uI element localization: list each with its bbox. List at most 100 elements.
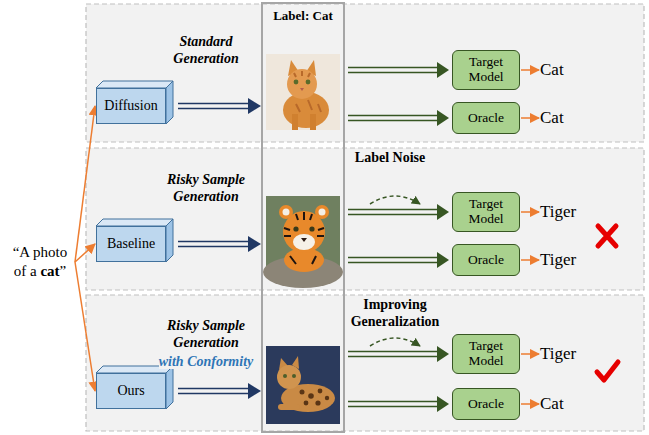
connector-arrow [75, 244, 95, 262]
model-box: Oracle [452, 244, 520, 276]
art-part [315, 400, 320, 405]
annotation-text: Label Noise [355, 150, 425, 165]
art-part [310, 114, 316, 130]
art-part [178, 393, 252, 395]
art-part [266, 346, 340, 424]
art-part [308, 393, 314, 399]
connector-arrow [521, 403, 539, 405]
art-part [278, 404, 300, 410]
art-part [266, 54, 340, 130]
connector-arrow [521, 69, 539, 71]
prediction-text: Tiger [540, 344, 576, 364]
caption-box: Label: Cat [263, 8, 343, 24]
caption-box: with Conformity [146, 354, 266, 371]
box-side [166, 219, 173, 262]
node-text: Oracle [468, 111, 504, 126]
art-part [348, 72, 441, 74]
art-part [248, 383, 261, 399]
connector-arrow [521, 259, 539, 261]
caption-box: Risky Sample Generation [156, 318, 256, 352]
art-part [309, 226, 314, 231]
box-side [166, 81, 173, 124]
art-part [318, 389, 323, 394]
panel [86, 148, 644, 290]
art-part [292, 374, 296, 378]
art-part [283, 209, 290, 216]
art-part [437, 396, 449, 412]
node-text: Cat [540, 108, 564, 128]
node-text: Cat [540, 394, 564, 414]
art-part [306, 80, 311, 85]
box-side [166, 366, 173, 409]
model-box: Target Model [452, 334, 520, 374]
emphasis: cat [40, 263, 59, 279]
art-part [348, 214, 441, 216]
node-text: Diffusion [104, 98, 157, 114]
art-part [277, 365, 301, 389]
art-part [437, 204, 449, 220]
caption-box: Risky Sample Generation [156, 172, 256, 206]
cross-mark [598, 226, 616, 246]
connector-arrow [521, 211, 539, 213]
prompt-text: “A photo of a cat” [6, 243, 74, 281]
box-depth [97, 89, 98, 90]
art-part [292, 114, 298, 130]
art-part [437, 252, 449, 268]
art-part [348, 115, 441, 117]
node-text: Baseline [107, 236, 155, 252]
art-part [293, 234, 315, 250]
connector-arrow [521, 117, 539, 119]
caption-box: Improving Generalization [335, 297, 455, 331]
annotation-text: Label: Cat [273, 8, 333, 23]
model-box: Oracle [452, 388, 520, 420]
art-part [348, 67, 441, 69]
prediction-text: Cat [540, 394, 564, 414]
node-text: “A photo of a cat” [6, 243, 74, 281]
art-part [348, 406, 441, 408]
node-text: Ours [117, 383, 144, 399]
box-top [96, 81, 173, 88]
art-part [293, 226, 298, 231]
art-part [248, 98, 261, 114]
model-box: Oracle [452, 102, 520, 134]
box-depth [97, 227, 98, 228]
art-part [248, 236, 261, 252]
model-box: Target Model [452, 192, 520, 232]
annotation-text: Improving Generalization [351, 297, 440, 329]
art-part [437, 62, 449, 78]
art-part [348, 262, 441, 264]
bengal-cat-photo [266, 346, 340, 424]
caption-box: Standard Generation [163, 34, 249, 68]
caption-box: Label Noise [340, 150, 440, 167]
art-part [284, 212, 324, 264]
art-part [178, 108, 252, 110]
node-text: Tiger [540, 250, 576, 270]
panel [86, 4, 644, 142]
connector-arrow [75, 106, 95, 262]
art-part [437, 110, 449, 126]
connector-arrow [75, 262, 95, 391]
double-arrow [348, 62, 449, 412]
node-text: Target Model [457, 197, 515, 227]
prediction-text: Cat [540, 60, 564, 80]
annotation-text: Standard Generation [173, 34, 238, 66]
art-part [178, 388, 252, 390]
art-part [178, 103, 252, 105]
art-part [178, 241, 252, 243]
art-part [304, 401, 309, 406]
node-text: Oracle [468, 397, 504, 412]
art-part [294, 80, 299, 85]
tiger-photo [263, 196, 343, 288]
annotation-text: Risky Sample Generation [167, 172, 245, 204]
art-part [301, 238, 307, 242]
label-frame [262, 3, 344, 432]
art-part [283, 374, 287, 378]
box-top [96, 219, 173, 226]
annotation-text: with Conformity [159, 354, 254, 369]
connector-arrow [521, 353, 539, 355]
art-part [437, 346, 449, 362]
box-depth [97, 374, 98, 375]
node-text: Target Model [457, 339, 515, 369]
node-text: Tiger [540, 344, 576, 364]
